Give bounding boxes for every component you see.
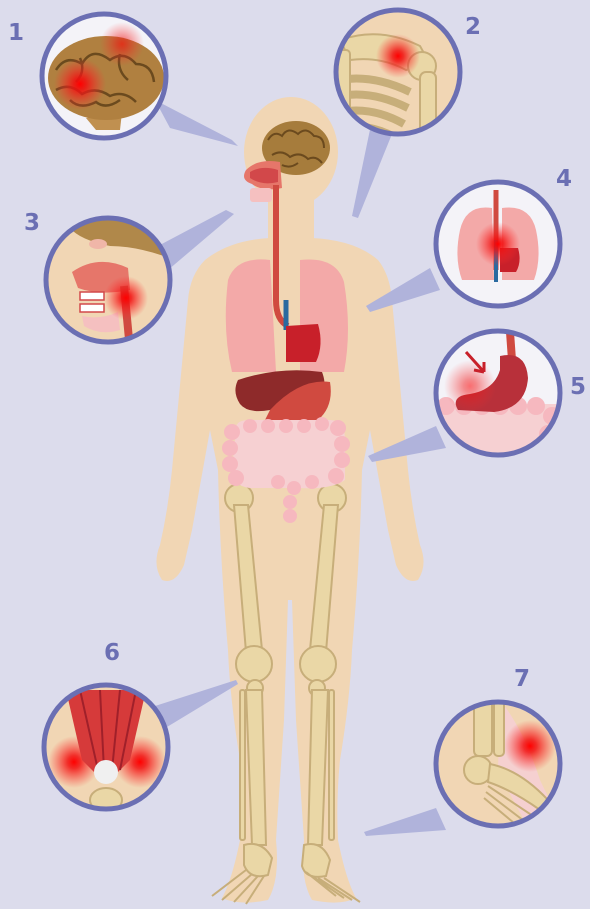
callout-number-2: 2 — [465, 14, 481, 40]
callout-number-7: 7 — [514, 666, 530, 692]
callout-number-3: 3 — [24, 210, 40, 236]
callout-number-1: 1 — [8, 20, 24, 46]
callout-4-heart — [436, 182, 560, 306]
callout-number-4: 4 — [556, 166, 572, 192]
callout-number-5: 5 — [570, 374, 586, 400]
callout-6-knee — [44, 685, 168, 838]
callout-number-6: 6 — [104, 640, 120, 666]
callout-5-stomach — [436, 331, 561, 470]
callout-1-brain — [42, 14, 166, 138]
callout-3-mouth — [46, 210, 180, 350]
callout-7-ankle — [436, 700, 566, 830]
callout-2-shoulder — [336, 10, 460, 160]
